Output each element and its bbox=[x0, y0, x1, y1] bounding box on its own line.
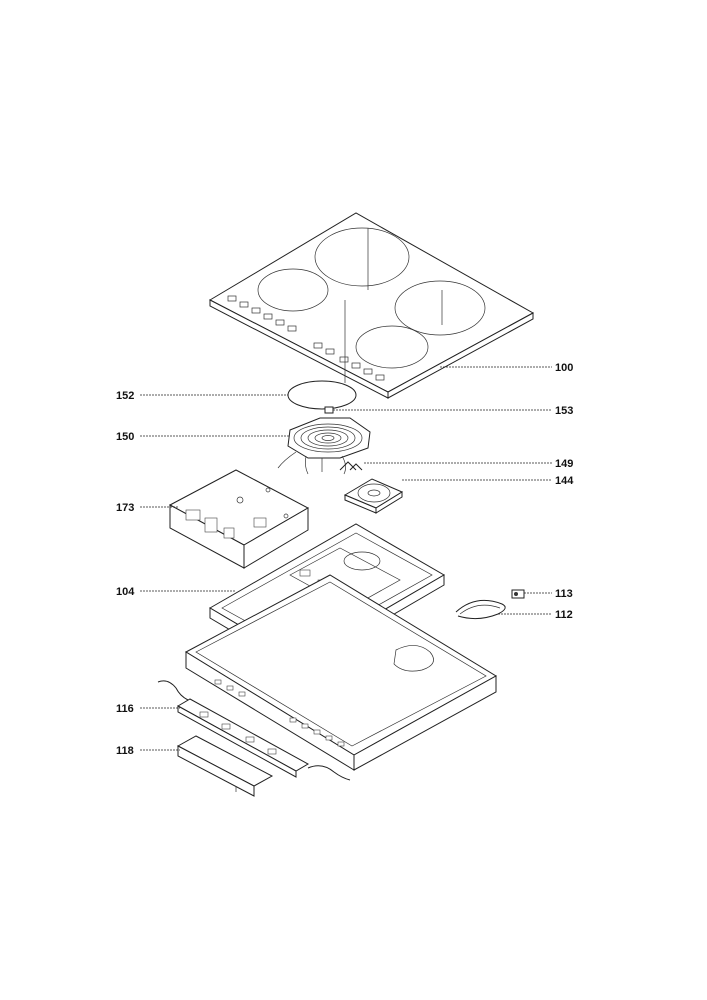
callout-labels: 100 152 153 150 149 144 173 104 113 112 … bbox=[116, 362, 574, 757]
part-149-clips bbox=[339, 461, 552, 471]
callout-149: 149 bbox=[555, 458, 573, 470]
callout-112: 112 bbox=[555, 609, 573, 621]
callout-150: 150 bbox=[116, 431, 134, 443]
callout-104: 104 bbox=[116, 586, 135, 598]
callout-113: 113 bbox=[555, 588, 573, 600]
callout-100: 100 bbox=[555, 362, 573, 374]
callout-152: 152 bbox=[116, 390, 134, 402]
part-152-round-cover bbox=[140, 380, 357, 410]
callout-118: 118 bbox=[116, 745, 134, 757]
part-112-power-cable bbox=[455, 599, 552, 620]
callout-153: 153 bbox=[555, 405, 573, 417]
part-118-bracket bbox=[140, 735, 274, 797]
callout-116: 116 bbox=[116, 703, 134, 715]
housing-slots bbox=[214, 679, 345, 747]
part-173-power-board bbox=[140, 469, 310, 569]
part-100-glass-top bbox=[208, 212, 552, 399]
touch-control-symbols bbox=[227, 295, 385, 381]
bottom-housing bbox=[184, 574, 497, 771]
part-150-heating-element bbox=[140, 417, 371, 475]
part-153-sensor bbox=[324, 406, 552, 414]
callout-144: 144 bbox=[555, 475, 574, 487]
part-113-cable-clamp bbox=[511, 589, 552, 599]
part-144-fan bbox=[343, 478, 552, 514]
part-116-control-board bbox=[140, 680, 351, 781]
callout-173: 173 bbox=[116, 502, 134, 514]
